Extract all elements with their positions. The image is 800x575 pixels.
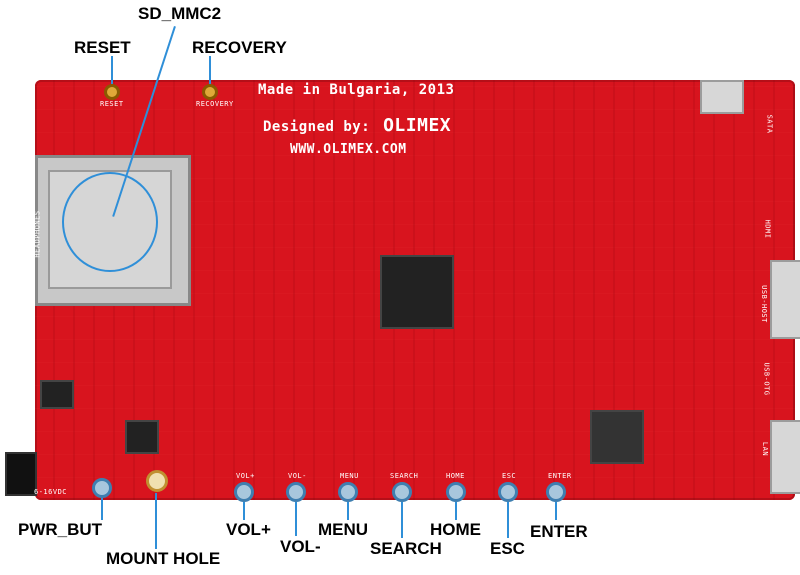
label-recovery: RECOVERY — [192, 38, 287, 57]
silk-menu: MENU — [340, 472, 359, 480]
label-pwr-but: PWR_BUT — [18, 520, 103, 539]
label-vol-minus: VOL- — [280, 537, 321, 556]
esc-button[interactable] — [498, 482, 518, 502]
label-esc: ESC — [490, 539, 525, 558]
silk-power: 6-16VDC — [34, 488, 68, 496]
silk-hdmi: HDMI — [763, 219, 772, 239]
home-button[interactable] — [446, 482, 466, 502]
silk-vol-plus: VOL+ — [236, 472, 255, 480]
pwr-button-pad[interactable] — [92, 478, 112, 498]
sata-connector — [700, 80, 744, 114]
recovery-pad — [202, 84, 218, 100]
pmic-chip — [125, 420, 159, 454]
label-menu: MENU — [318, 520, 369, 539]
silk-vol-minus: VOL- — [288, 472, 307, 480]
silkscreen-website: WWW.OLIMEX.COM — [290, 142, 407, 157]
label-sd-mmc2: SD_MMC2 — [138, 4, 222, 23]
silk-sata: SATA — [765, 114, 774, 134]
reset-callout-line — [111, 56, 113, 84]
silkscreen-designed-label: Designed by: — [263, 119, 371, 135]
main-processor — [380, 255, 454, 329]
regulator-chip — [40, 380, 74, 409]
enter-button[interactable] — [546, 482, 566, 502]
label-search: SEARCH — [370, 539, 442, 558]
label-reset: RESET — [74, 38, 131, 57]
dc-power-jack — [5, 452, 37, 496]
vol-minus-callout-line — [295, 502, 297, 536]
silk-usb-host: USB-HOST — [759, 285, 768, 323]
vol-plus-callout-line — [243, 502, 245, 520]
search-callout-line — [401, 502, 403, 538]
mount-hole — [146, 470, 168, 492]
label-mount-hole: MOUNT HOLE — [106, 549, 221, 568]
olimex-logo: OLIMEX — [383, 115, 452, 136]
search-button[interactable] — [392, 482, 412, 502]
label-enter: ENTER — [530, 522, 588, 541]
vol-minus-button[interactable] — [286, 482, 306, 502]
recovery-callout-line — [209, 56, 211, 84]
home-callout-line — [455, 502, 457, 520]
menu-button[interactable] — [338, 482, 358, 502]
usb-host-connector — [770, 260, 800, 339]
label-home: HOME — [430, 520, 481, 539]
menu-callout-line — [347, 502, 349, 520]
silkscreen-made-in: Made in Bulgaria, 2013 — [258, 82, 455, 98]
silk-home: HOME — [446, 472, 465, 480]
silk-lan: LAN — [761, 441, 770, 457]
enter-callout-line — [555, 502, 557, 520]
ethernet-controller — [590, 410, 644, 464]
mount-callout-line — [155, 493, 157, 549]
silk-enter: ENTER — [548, 472, 572, 480]
silk-search: SEARCH — [390, 472, 419, 480]
vol-plus-button[interactable] — [234, 482, 254, 502]
silk-recovery: RECOVERY — [196, 100, 234, 108]
silk-usb-otg: USB-OTG — [762, 362, 771, 396]
sd-highlight-circle — [62, 172, 158, 272]
silkscreen-designed-by: Designed by: OLIMEX — [263, 115, 451, 136]
pwr-callout-line — [101, 498, 103, 520]
label-vol-plus: VOL+ — [226, 520, 271, 539]
lan-connector — [770, 420, 800, 494]
silk-esc: ESC — [502, 472, 517, 480]
esc-callout-line — [507, 502, 509, 538]
silk-reset: RESET — [100, 100, 124, 108]
silk-headphones: HEADPHONES — [33, 210, 42, 258]
reset-pad — [104, 84, 120, 100]
